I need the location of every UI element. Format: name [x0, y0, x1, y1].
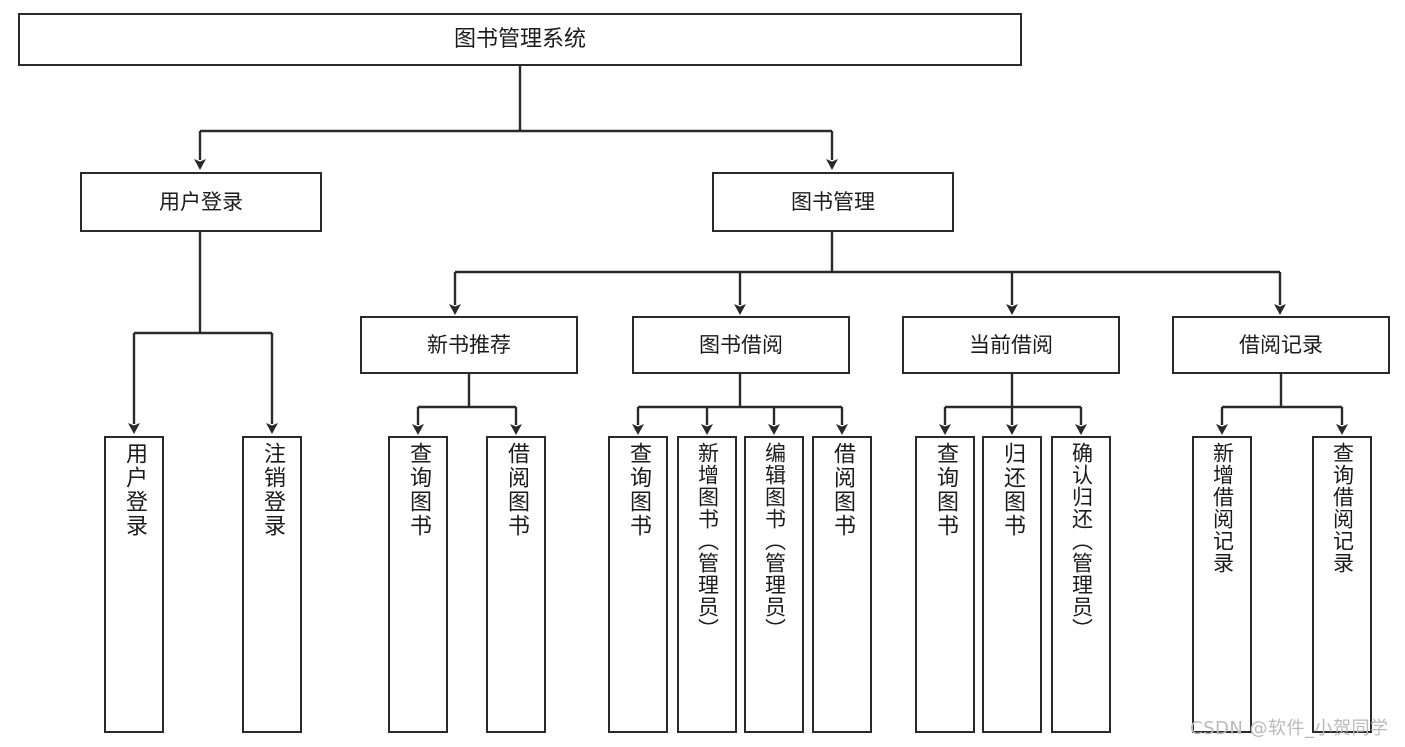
node-leaf-query-record-label: 查询借阅记录	[1330, 442, 1355, 574]
node-leaf-borrow-book-2[interactable]: 借阅图书	[812, 436, 872, 733]
node-book-borrow[interactable]: 图书借阅	[632, 316, 850, 374]
node-leaf-query-book-1-label: 查询图书	[406, 442, 431, 538]
node-leaf-add-record[interactable]: 新增借阅记录	[1192, 436, 1252, 733]
node-leaf-confirm-return-label: 确认归还（管理员）	[1069, 442, 1094, 640]
node-book-management[interactable]: 图书管理	[712, 172, 954, 232]
node-leaf-query-book-3[interactable]: 查询图书	[915, 436, 975, 733]
node-new-book-recommend-label: 新书推荐	[427, 332, 511, 357]
node-leaf-query-book-1[interactable]: 查询图书	[388, 436, 448, 733]
node-new-book-recommend[interactable]: 新书推荐	[360, 316, 578, 374]
node-leaf-query-book-2-label: 查询图书	[626, 442, 651, 538]
node-leaf-logout-login[interactable]: 注销登录	[242, 436, 302, 733]
node-leaf-borrow-book-1-label: 借阅图书	[504, 442, 529, 538]
node-leaf-user-login-label: 用户登录	[122, 442, 147, 538]
node-leaf-logout-login-label: 注销登录	[260, 442, 285, 538]
node-borrow-record-label: 借阅记录	[1239, 332, 1323, 357]
node-leaf-confirm-return[interactable]: 确认归还（管理员）	[1051, 436, 1111, 733]
node-root[interactable]: 图书管理系统	[18, 13, 1022, 66]
node-user-login-label: 用户登录	[159, 189, 243, 214]
node-book-management-label: 图书管理	[791, 189, 875, 214]
node-leaf-add-book-label: 新增图书（管理员）	[695, 442, 720, 640]
node-root-label: 图书管理系统	[453, 26, 586, 52]
node-leaf-return-book-label: 归还图书	[1000, 442, 1025, 538]
node-leaf-edit-book-label: 编辑图书（管理员）	[762, 442, 787, 640]
node-leaf-borrow-book-2-label: 借阅图书	[830, 442, 855, 538]
node-leaf-add-book[interactable]: 新增图书（管理员）	[677, 436, 737, 733]
node-leaf-add-record-label: 新增借阅记录	[1210, 442, 1235, 574]
node-leaf-user-login[interactable]: 用户登录	[104, 436, 164, 733]
node-leaf-borrow-book-1[interactable]: 借阅图书	[486, 436, 546, 733]
node-leaf-return-book[interactable]: 归还图书	[982, 436, 1042, 733]
node-current-borrow-label: 当前借阅	[969, 332, 1053, 357]
node-leaf-query-book-3-label: 查询图书	[933, 442, 958, 538]
node-borrow-record[interactable]: 借阅记录	[1172, 316, 1390, 374]
node-book-borrow-label: 图书借阅	[699, 332, 783, 357]
node-leaf-query-record[interactable]: 查询借阅记录	[1312, 436, 1372, 733]
node-current-borrow[interactable]: 当前借阅	[902, 316, 1120, 374]
node-user-login[interactable]: 用户登录	[80, 172, 322, 232]
node-leaf-edit-book[interactable]: 编辑图书（管理员）	[744, 436, 804, 733]
node-leaf-query-book-2[interactable]: 查询图书	[608, 436, 668, 733]
